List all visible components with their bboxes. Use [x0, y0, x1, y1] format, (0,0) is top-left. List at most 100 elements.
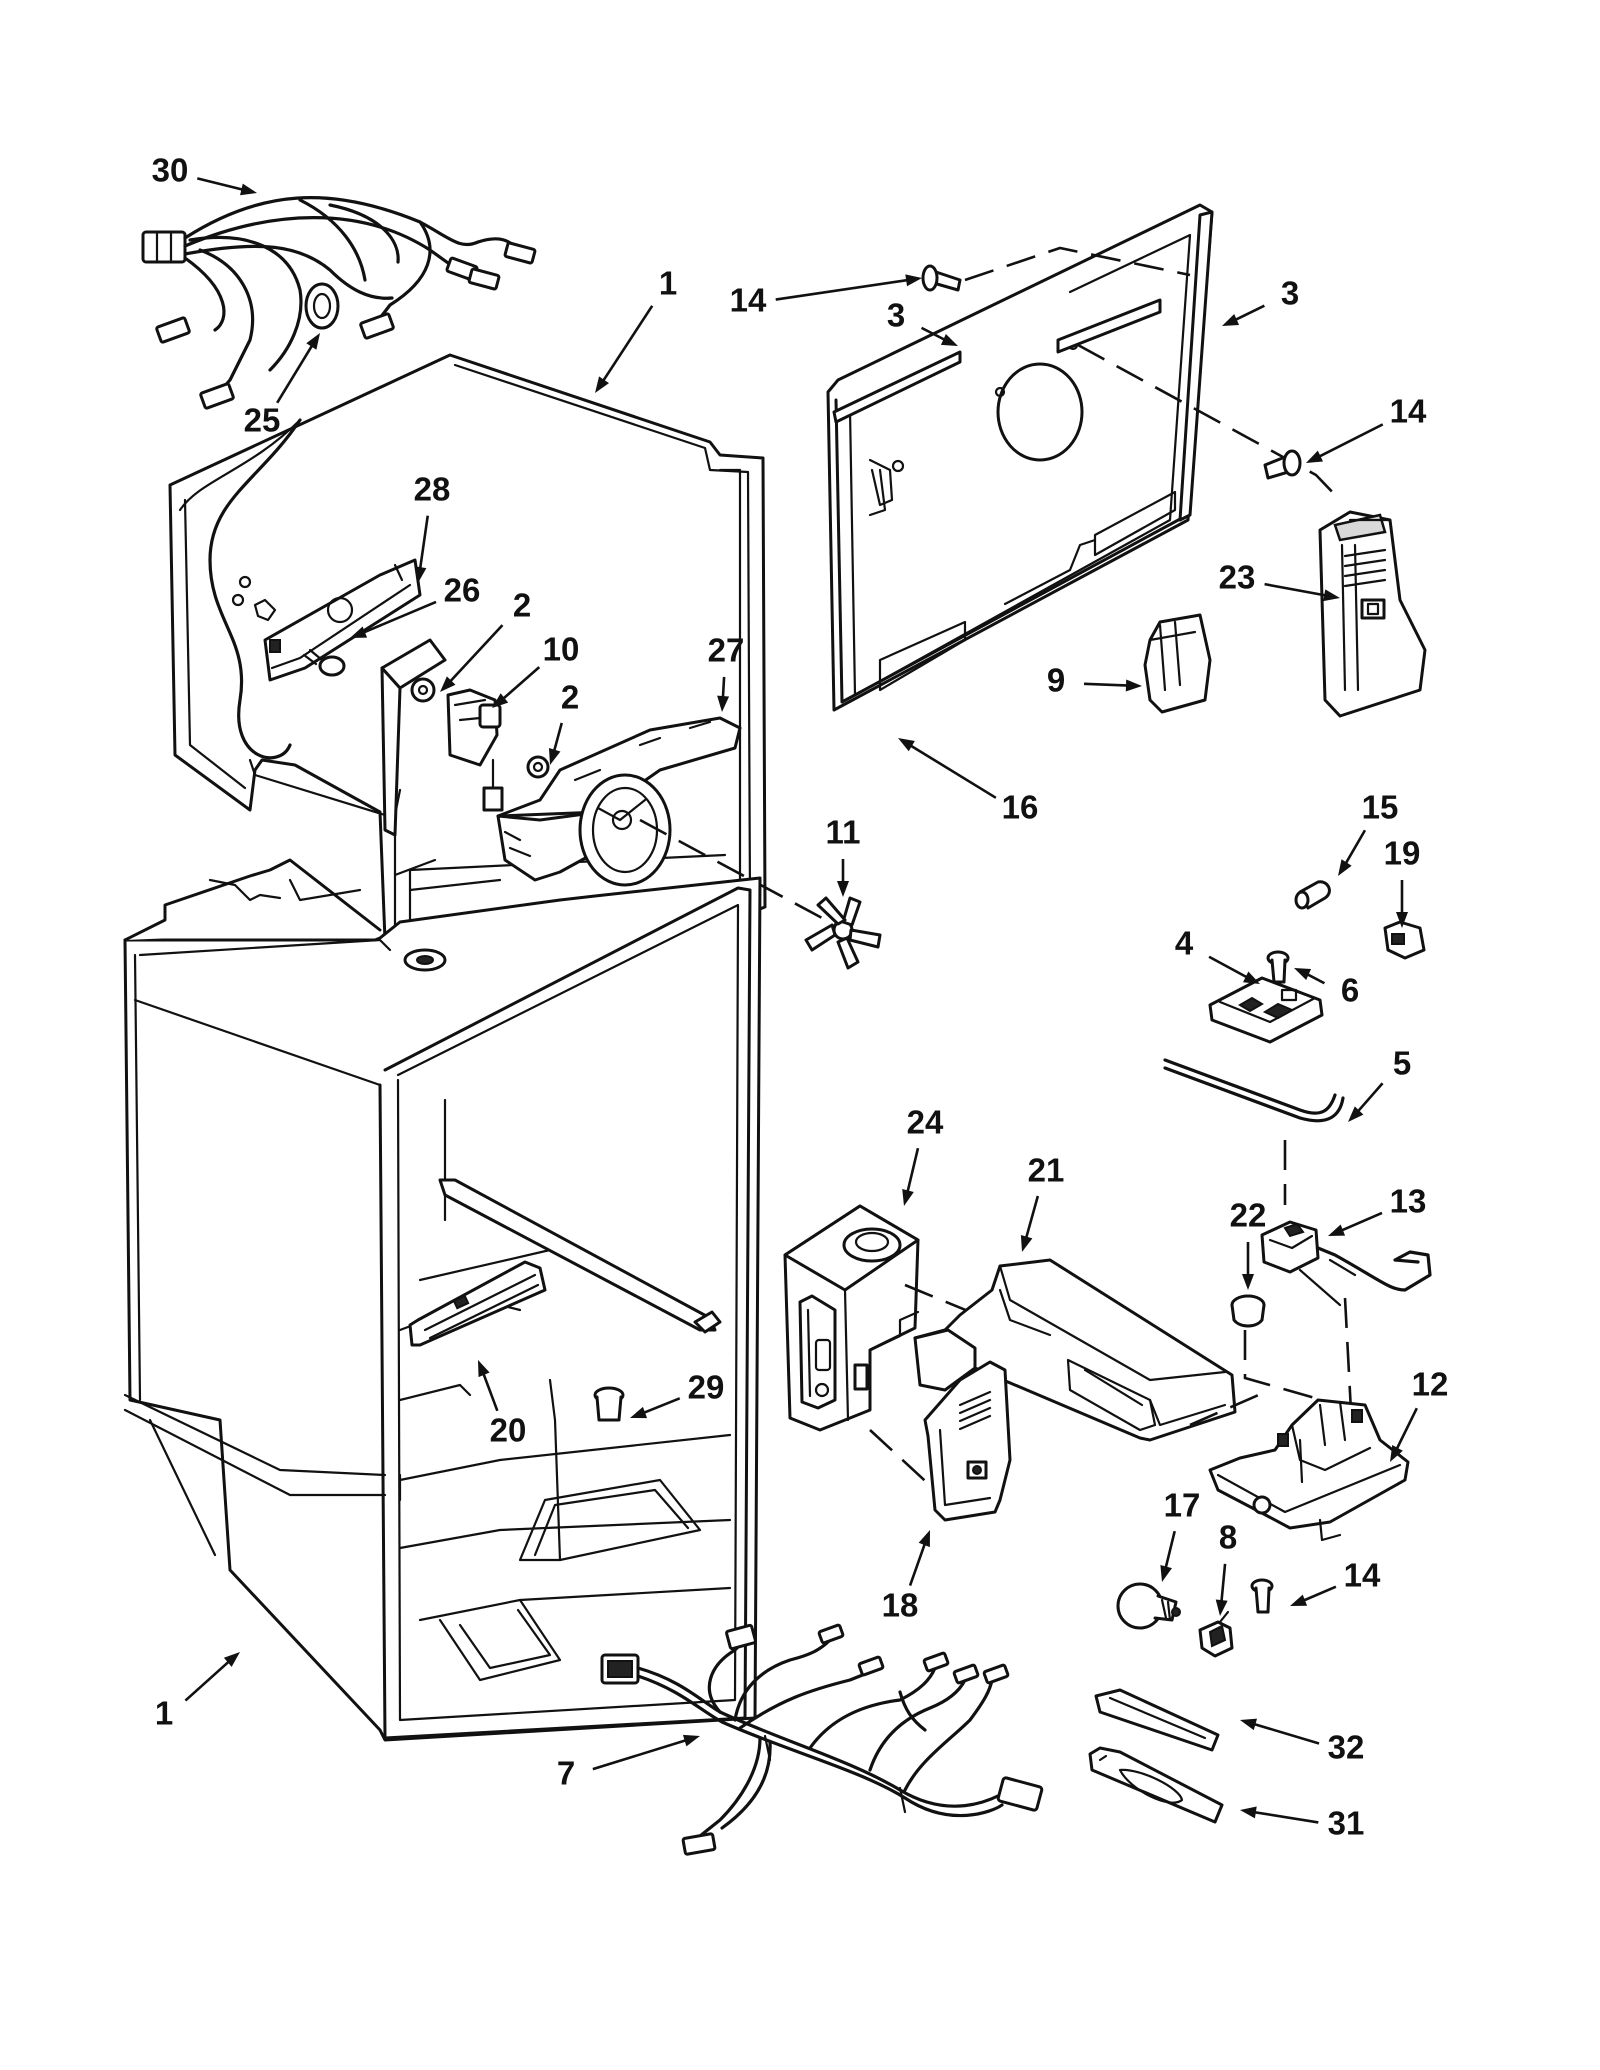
callout-4: 4: [1175, 925, 1260, 984]
callout-label: 3: [887, 297, 905, 334]
leader-line: [775, 278, 913, 301]
callout-18: 18: [882, 1530, 930, 1624]
leader-arrowhead: [1323, 589, 1340, 602]
leader-line: [599, 305, 654, 386]
leader-arrowhead: [682, 1734, 700, 1747]
leader-line: [638, 1397, 681, 1416]
callout-label: 29: [688, 1369, 725, 1406]
leader-arrowhead: [1294, 968, 1312, 981]
leader-arrowhead: [898, 738, 915, 752]
leader-arrowhead: [350, 626, 368, 638]
leader-arrowhead: [1328, 1224, 1346, 1236]
leader-arrowhead: [1240, 1718, 1258, 1731]
leader-line: [1314, 423, 1384, 460]
leader-arrowhead: [1390, 1445, 1403, 1462]
seal-alignment-line: [1243, 1330, 1316, 1400]
leader-line: [905, 1147, 920, 1197]
callout-14: 14: [1290, 1557, 1381, 1606]
leader-arrowhead: [223, 1652, 240, 1667]
callout-30: 30: [152, 152, 257, 196]
evaporator-cover-21: [913, 1258, 1237, 1442]
leader-line: [1219, 1563, 1227, 1607]
callout-label: 1: [155, 1695, 173, 1732]
shelf-rail: [438, 1178, 722, 1334]
callout-28: 28: [414, 471, 450, 583]
leader-line: [418, 515, 430, 574]
leader-arrowhead: [1306, 450, 1324, 463]
callout-label: 25: [244, 402, 281, 439]
leader-arrowhead: [306, 333, 320, 350]
callout-29: 29: [630, 1369, 725, 1419]
seal-22: [1230, 1294, 1266, 1328]
light-cover-31: [1088, 1746, 1224, 1824]
callout-label: 24: [907, 1104, 944, 1141]
callout-6: 6: [1294, 968, 1359, 1009]
callout-label: 18: [882, 1587, 919, 1624]
leader-arrowhead: [902, 1189, 914, 1206]
callout-12: 12: [1390, 1366, 1448, 1462]
callout-1: 1: [595, 265, 677, 393]
leader-arrowhead: [1160, 1564, 1172, 1582]
callout-label: 17: [1164, 1487, 1201, 1524]
light-bulb-17: [1116, 1582, 1181, 1630]
leader-arrowhead: [1215, 1599, 1228, 1616]
callout-13: 13: [1328, 1183, 1426, 1236]
screw-6: [1266, 950, 1290, 984]
callout-2: 2: [548, 679, 579, 765]
callout-25: 25: [244, 333, 320, 439]
callout-label: 21: [1028, 1152, 1065, 1189]
callout-label: 2: [513, 587, 531, 624]
callout-14: 14: [1306, 393, 1427, 463]
callout-26: 26: [350, 572, 480, 638]
leader-line: [1342, 829, 1367, 869]
callout-31: 31: [1240, 1805, 1364, 1842]
callout-10: 10: [492, 631, 579, 708]
leader-line: [358, 600, 437, 636]
callout-label: 12: [1412, 1366, 1449, 1403]
socket-8: [1198, 1610, 1234, 1658]
leader-line: [1249, 1721, 1320, 1745]
leader-line: [1298, 1585, 1337, 1604]
bulb-15: [1294, 880, 1331, 910]
screw-alignment-line-top: [964, 246, 1191, 282]
cover-alignment-line: [1189, 1388, 1271, 1427]
control-housing-28: [263, 558, 422, 682]
leader-line: [1249, 1810, 1319, 1824]
callout-27: 27: [708, 632, 744, 712]
leader-arrowhead: [837, 881, 849, 897]
screw-14-bottom: [1250, 1578, 1274, 1614]
callout-8: 8: [1215, 1519, 1237, 1616]
callout-19: 19: [1384, 835, 1420, 928]
callout-24: 24: [902, 1104, 944, 1206]
leader-arrowhead: [440, 676, 456, 692]
thermostat-13: [1260, 1220, 1432, 1307]
leader-line: [1208, 955, 1252, 981]
callout-3: 3: [1222, 275, 1299, 326]
screw-14-top: [921, 264, 962, 292]
screw-26: [302, 648, 346, 677]
leader-arrowhead: [492, 693, 509, 708]
leader-arrowhead: [1240, 1806, 1257, 1819]
callout-label: 2: [561, 679, 579, 716]
leader-line: [1163, 1530, 1176, 1573]
leader-arrowhead: [1125, 679, 1142, 692]
callout-20: 20: [478, 1360, 526, 1449]
crisper-control-20: [408, 1260, 547, 1347]
air-diffuser-23: [1318, 510, 1427, 718]
leader-line: [592, 1737, 691, 1771]
callout-label: 14: [730, 282, 767, 319]
leader-line: [1353, 1082, 1384, 1116]
leader-arrowhead: [630, 1406, 648, 1419]
callout-5: 5: [1348, 1045, 1411, 1122]
callout-label: 5: [1393, 1045, 1411, 1082]
leader-line: [1264, 582, 1331, 598]
callout-label: 8: [1219, 1519, 1237, 1556]
callout-23: 23: [1219, 559, 1340, 602]
leader-line: [184, 1657, 234, 1702]
leader-arrowhead: [1338, 859, 1352, 876]
callout-label: 3: [1281, 275, 1299, 312]
access-panel-16: [826, 203, 1214, 712]
plug-29: [593, 1386, 625, 1422]
callout-label: 26: [444, 572, 481, 609]
